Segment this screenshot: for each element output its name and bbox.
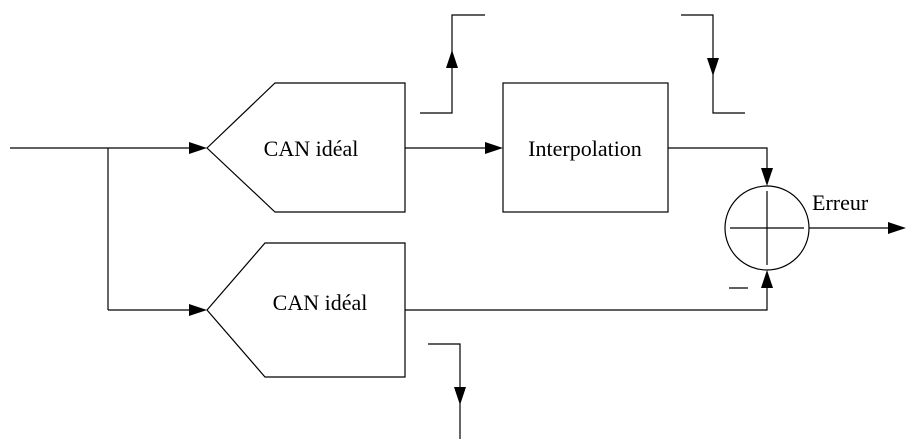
- adc-bottom-block: CAN idéal: [206, 242, 406, 378]
- input-signal: [10, 147, 195, 311]
- interpolation-to-summer-wire: [668, 147, 768, 172]
- adc-bottom-to-summer-wire: [405, 285, 768, 311]
- summing-junction: [724, 185, 810, 271]
- interpolation-label: Interpolation: [528, 136, 642, 161]
- clock-signal-bottom: [428, 343, 466, 439]
- adc-bottom-label: CAN idéal: [273, 290, 368, 315]
- adc-top-label: CAN idéal: [264, 136, 359, 161]
- arrow-into-adc-top: [189, 142, 207, 154]
- error-label: Erreur: [812, 190, 869, 215]
- clock-signal-top-left: [420, 14, 485, 114]
- arrow-into-summer-bottom: [761, 270, 773, 288]
- arrow-into-adc-bottom: [189, 304, 207, 316]
- arrow-into-interpolation: [485, 142, 503, 154]
- arrow-error-output: [888, 222, 906, 234]
- interpolation-block: Interpolation: [502, 82, 669, 213]
- adc-top-block: CAN idéal: [206, 82, 406, 213]
- arrow-into-summer-top: [761, 168, 773, 186]
- clock-signal-top-right: [681, 14, 745, 114]
